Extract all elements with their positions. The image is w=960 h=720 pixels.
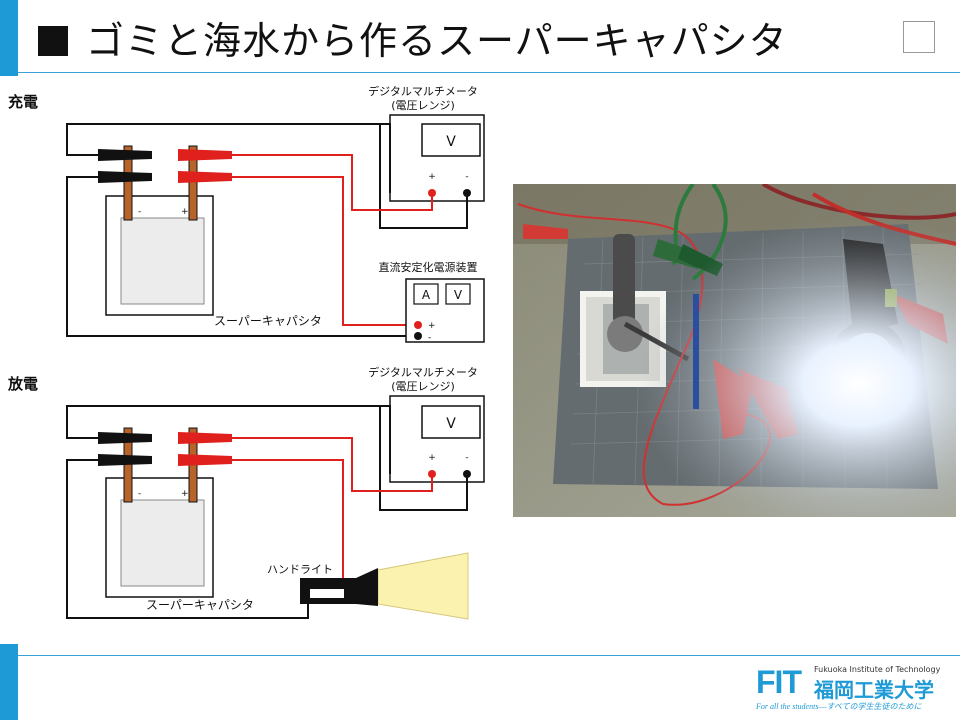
flashlight-beam [377,552,469,620]
experiment-photo [513,184,956,517]
svg-text:+: + [181,207,189,217]
discharge-meter-minus: - [465,453,468,463]
logo-english-name: Fukuoka Institute of Technology [814,665,941,674]
discharge-wire-black-meter [379,406,468,511]
charge-meter-symbol: V [446,134,456,150]
corner-box [903,21,935,53]
charge-meter-plus: + [428,172,436,182]
slide-title-text: ゴミと海水から作るスーパーキャパシタ [86,19,788,63]
discharge-clips [98,432,232,466]
university-logo: FIT Fukuoka Institute of Technology 福岡工業… [756,664,946,714]
charge-meter-minus: - [465,172,468,182]
charge-multimeter-title: デジタルマルチメータ [368,84,478,98]
charge-multimeter-mode: (電圧レンジ) [391,99,455,112]
discharge-meter-symbol: V [446,416,456,432]
charge-wire-red-meter [232,154,433,211]
logo-mark: FIT [756,664,802,700]
svg-text:+: + [181,489,189,499]
psu-title: 直流安定化電源装置 [379,260,478,274]
discharge-multimeter: デジタルマルチメータ (電圧レンジ) V + - [368,365,485,483]
charge-multimeter: デジタルマルチメータ (電圧レンジ) V + - [368,84,485,202]
charge-heading: 充電 [8,93,38,111]
psu-ammeter-label: A [422,288,431,302]
discharge-wire-black-top [66,405,391,474]
discharge-meter-plus: + [428,453,436,463]
dc-power-supply: 直流安定化電源装置 A V + - [379,260,485,343]
psu-voltmeter-label: V [454,288,463,302]
charge-clips [98,149,232,183]
footer-divider [18,655,960,656]
psu-minus: - [428,333,431,343]
discharge-heading: 放電 [7,375,38,393]
discharge-wire-red-meter [232,437,433,492]
title-square-bullet [38,26,68,56]
discharge-multimeter-mode: (電圧レンジ) [391,380,455,393]
charge-wire-red-psu [232,176,418,326]
discharge-multimeter-title: デジタルマルチメータ [368,365,478,379]
charge-wire-black-bottom [66,176,418,337]
discharge-capacitor: - + スーパーキャパシタ [105,427,254,612]
charge-wire-black-meter [379,124,468,229]
charge-capacitor: - + スーパーキャパシタ [105,145,322,328]
slide-title: ゴミと海水から作るスーパーキャパシタ [38,10,788,65]
discharge-wire-red-light [232,459,344,598]
left-accent-bar-bottom [0,644,18,720]
charge-cell-label: スーパーキャパシタ [214,314,322,328]
discharge-cell-label: スーパーキャパシタ [146,598,254,612]
svg-text:-: - [138,489,141,499]
flashlight: ハンドライト [267,552,469,620]
discharge-wire-black-bottom [66,459,309,619]
logo-tagline: For all the students―すべての学生生徒のために [756,702,922,711]
flashlight-label: ハンドライト [267,563,333,576]
title-divider [18,72,960,73]
psu-plus: + [428,321,436,331]
circuit-diagram: .lbl { font-family:"DejaVu Sans", sans-s… [7,84,485,620]
charge-multimeter-display [421,123,481,157]
logo-japanese-name: 福岡工業大学 [814,678,934,702]
charge-wire-black-top [66,123,391,193]
left-accent-bar-top [0,0,18,76]
svg-text:-: - [138,207,141,217]
